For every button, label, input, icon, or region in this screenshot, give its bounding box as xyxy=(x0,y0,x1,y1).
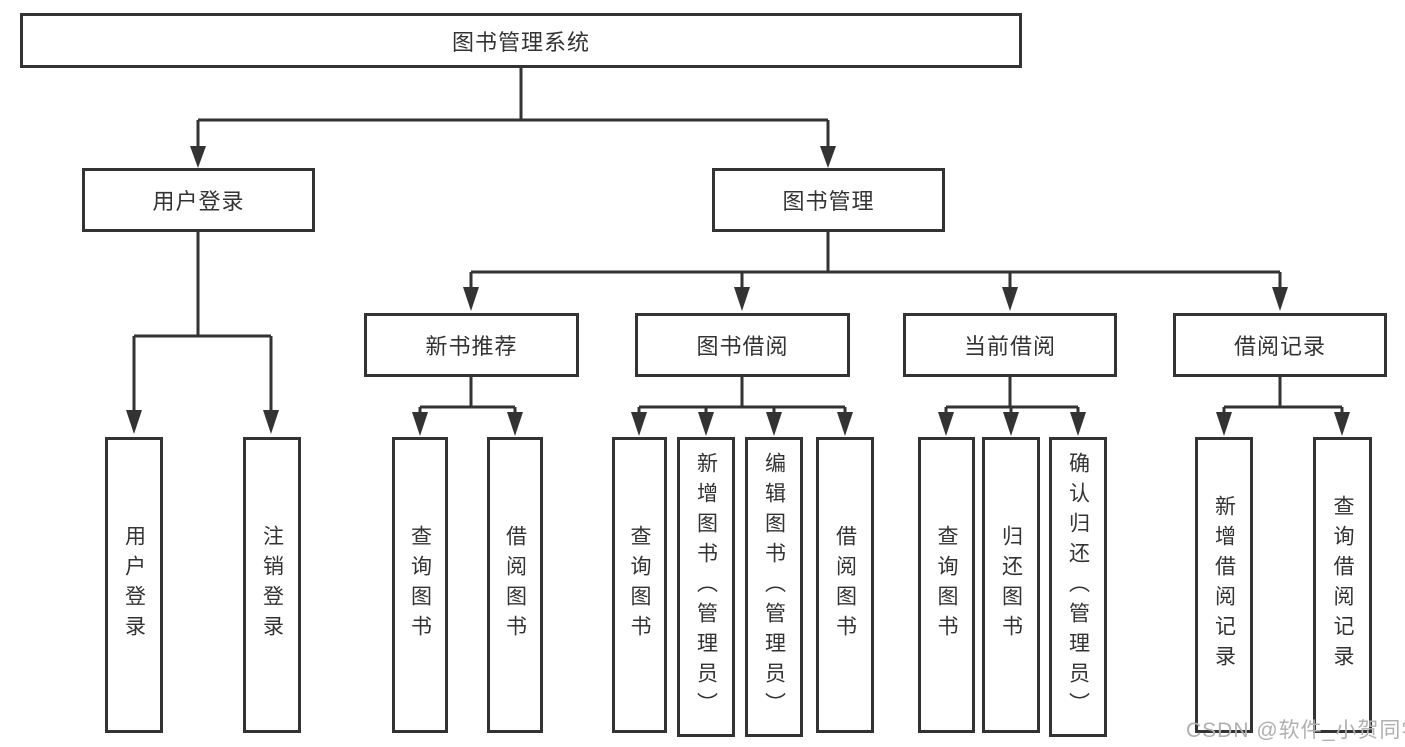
leaf-query-books-current: 查询图书 xyxy=(918,437,975,733)
leaf-logout: 注销登录 xyxy=(243,437,301,733)
node-new-book-recommend: 新书推荐 xyxy=(364,313,579,377)
leaf-query-borrow-record: 查询借阅记录 xyxy=(1313,437,1372,733)
leaf-add-borrow-record: 新增借阅记录 xyxy=(1195,437,1253,733)
node-current-borrow: 当前借阅 xyxy=(903,313,1117,377)
leaf-confirm-return-admin: 确认归还（管理员） xyxy=(1049,437,1107,737)
leaf-user-login: 用户登录 xyxy=(105,437,163,733)
node-user-login: 用户登录 xyxy=(82,168,315,232)
leaf-borrow-books-recommend: 借阅图书 xyxy=(487,437,543,733)
node-book-management: 图书管理 xyxy=(712,168,945,232)
leaf-return-books: 归还图书 xyxy=(982,437,1040,733)
node-book-borrow: 图书借阅 xyxy=(635,313,850,377)
node-borrow-records: 借阅记录 xyxy=(1173,313,1387,377)
node-root-library-system: 图书管理系统 xyxy=(20,13,1022,68)
leaf-add-books-admin: 新增图书（管理员） xyxy=(677,437,735,737)
leaf-query-books-borrow: 查询图书 xyxy=(612,437,667,733)
leaf-borrow-books: 借阅图书 xyxy=(816,437,874,733)
leaf-edit-books-admin: 编辑图书（管理员） xyxy=(745,437,803,737)
leaf-query-books-recommend: 查询图书 xyxy=(392,437,448,733)
watermark: CSDN @软件_小贺同学 xyxy=(1186,719,1405,742)
